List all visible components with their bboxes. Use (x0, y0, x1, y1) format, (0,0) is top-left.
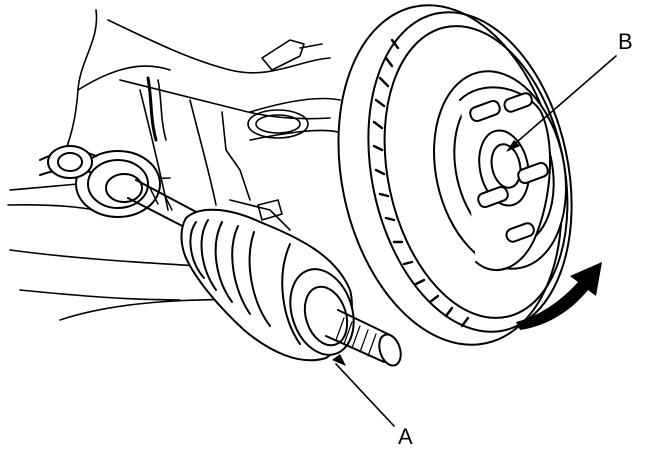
leader-line-a (335, 363, 395, 427)
splined-stub-shaft (325, 309, 402, 367)
rotation-arrow (516, 262, 602, 330)
leader-lines (335, 55, 617, 427)
leader-line-b (509, 55, 617, 149)
callout-label-b: B (618, 29, 633, 54)
rotor-vent-slots (372, 38, 470, 328)
outer-cv-boot (180, 208, 355, 362)
arrowheads (332, 140, 520, 366)
callout-label-a: A (398, 424, 413, 449)
suspension-background (7, 9, 341, 321)
inner-cv-joint (39, 145, 161, 218)
arrowhead-a (332, 354, 346, 366)
arrowhead-b (506, 140, 520, 152)
wheel-studs (469, 92, 549, 243)
